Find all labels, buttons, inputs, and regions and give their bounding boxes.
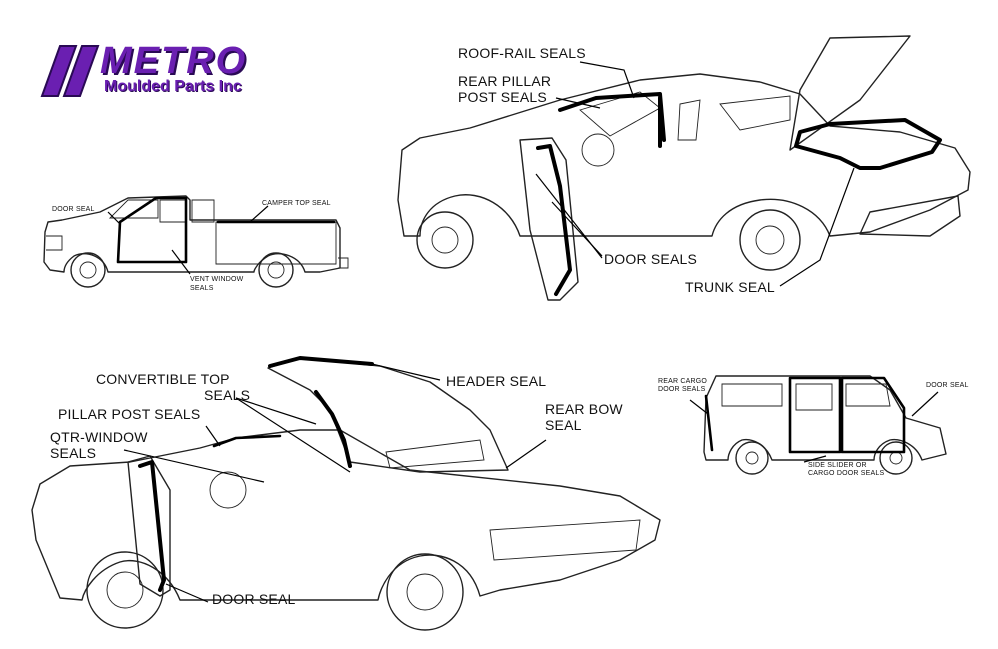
van-rear-cargo-label-1: REAR CARGO [658,378,708,385]
sedan-door-seals-label: DOOR SEALS [604,251,698,267]
van-door-seal-label: DOOR SEAL [926,382,969,389]
rear-bow-label-1: REAR BOW [545,401,623,417]
pickup-truck-drawing [43,195,349,288]
pillar-post-seals-label: PILLAR POST SEALS [58,406,201,422]
truck-vent-window-label-2: SEALS [190,285,214,292]
header-seal-label: HEADER SEAL [446,373,547,389]
van-drawing [689,375,947,475]
qtr-window-label-2: SEALS [50,445,97,461]
rear-bow-label-2: SEAL [545,417,582,433]
convertible-door-seal-label: DOOR SEAL [212,591,296,607]
truck-vent-window-label-1: VENT WINDOW [190,276,244,283]
rear-pillar-label-1: REAR PILLAR [458,73,552,89]
convertible-drawing [31,356,661,631]
van-side-slider-label-2: CARGO DOOR SEALS [808,470,885,477]
truck-door-seal-label: DOOR SEAL [52,206,95,213]
sedan-drawing [397,35,971,301]
van-rear-cargo-label-2: DOOR SEALS [658,386,706,393]
trunk-seal-label: TRUNK SEAL [685,279,775,295]
roof-rail-seals-label: ROOF-RAIL SEALS [458,45,586,61]
convertible-top-label-2: SEALS [204,387,251,403]
qtr-window-label-1: QTR-WINDOW [50,429,148,445]
rear-pillar-label-2: POST SEALS [458,89,547,105]
logo-stripes-icon [40,45,100,97]
truck-camper-top-seal-label: CAMPER TOP SEAL [262,200,331,207]
van-side-slider-label-1: SIDE SLIDER OR [808,462,867,469]
convertible-top-label-1: CONVERTIBLE TOP [96,371,230,387]
logo-subtitle: Moulded Parts Inc [104,78,242,95]
logo-title: METRO [100,40,248,82]
